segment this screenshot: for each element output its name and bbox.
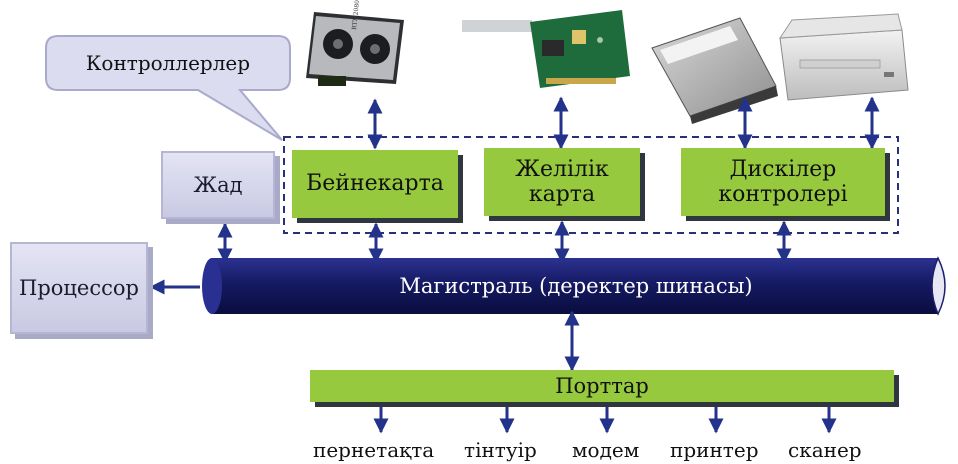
ports-bar: Порттар <box>310 370 894 402</box>
gpu-marking: RTX 2080 <box>351 0 361 30</box>
data-bus-pipe <box>202 256 946 316</box>
data-bus-label: Магистраль (деректер шинасы) <box>399 274 753 298</box>
hard-disk-icon <box>651 17 778 124</box>
connectors <box>149 96 880 434</box>
processor-box: Процессор <box>10 242 148 334</box>
disk-controller-label: Дискілер контролері <box>718 156 848 207</box>
controllers-callout <box>45 35 291 141</box>
disk-controller: Дискілер контролері <box>681 148 885 216</box>
processor-label: Процессор <box>19 276 139 300</box>
network-card-label: Желілік карта <box>515 156 609 207</box>
memory-label: Жад <box>193 173 243 197</box>
memory-box: Жад <box>161 151 275 219</box>
optical-drive-icon <box>779 13 909 101</box>
peripheral-printer: принтер <box>670 438 759 462</box>
network-card-controller: Желілік карта <box>484 148 640 216</box>
peripheral-scanner: сканер <box>788 438 862 462</box>
graphics-card-label: Бейнекарта <box>306 171 444 197</box>
peripheral-modem: модем <box>572 438 640 462</box>
controllers-group-border <box>283 136 899 234</box>
peripheral-keyboard: пернетақта <box>313 438 435 462</box>
ports-label: Порттар <box>555 373 649 398</box>
controllers-callout-label: Контроллерлер <box>85 51 251 75</box>
network-card-icon <box>462 10 630 88</box>
graphics-card-controller: Бейнекарта <box>292 150 458 218</box>
peripheral-mouse: тінтуір <box>464 438 537 462</box>
graphics-card-icon: RTX 2080 <box>306 0 404 86</box>
